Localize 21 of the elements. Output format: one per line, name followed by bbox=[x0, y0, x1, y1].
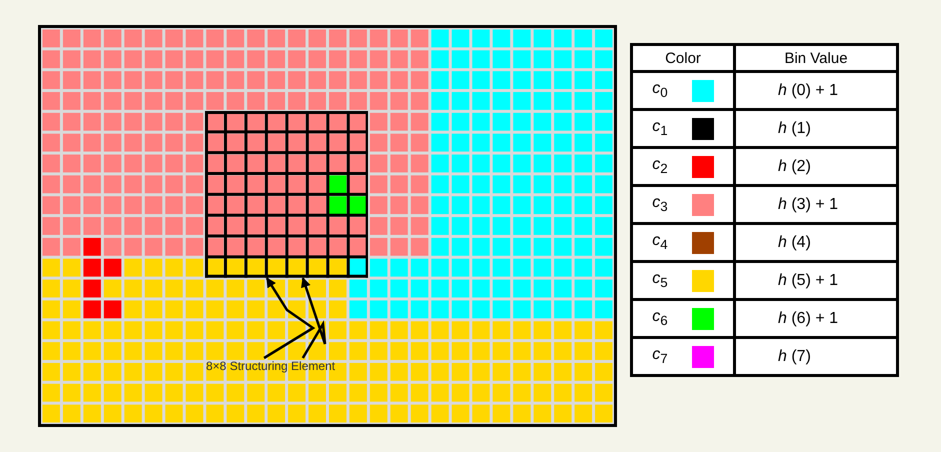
arrow bbox=[263, 277, 316, 360]
bin-value: h (4) bbox=[734, 224, 898, 262]
color-symbol: c$_{6}$ bbox=[652, 308, 668, 329]
structuring-element-grid bbox=[204, 111, 368, 278]
color-symbol: c$_{5}$ bbox=[652, 270, 668, 291]
bin-value: h (1) bbox=[734, 110, 898, 148]
column-header: Bin Value bbox=[734, 44, 898, 72]
bin-value: h (5) + 1 bbox=[734, 262, 898, 300]
color-symbol: c$_{4}$ bbox=[652, 232, 668, 253]
bin-value: h (7) bbox=[734, 338, 898, 376]
color-symbol: c$_{3}$ bbox=[652, 194, 668, 215]
bin-value: h (3) + 1 bbox=[734, 186, 898, 224]
bin-value: h (2) bbox=[734, 148, 898, 186]
color-symbol: c$_{2}$ bbox=[652, 156, 668, 177]
bin-value: h (0) + 1 bbox=[734, 72, 898, 110]
bin-value: h (6) + 1 bbox=[734, 300, 898, 338]
column-header: Color bbox=[632, 44, 734, 72]
color-symbol: c$_{0}$ bbox=[652, 80, 668, 101]
arrow bbox=[301, 277, 326, 359]
color-symbol: c$_{7}$ bbox=[652, 346, 668, 367]
color-symbol: c$_{1}$ bbox=[652, 118, 668, 139]
